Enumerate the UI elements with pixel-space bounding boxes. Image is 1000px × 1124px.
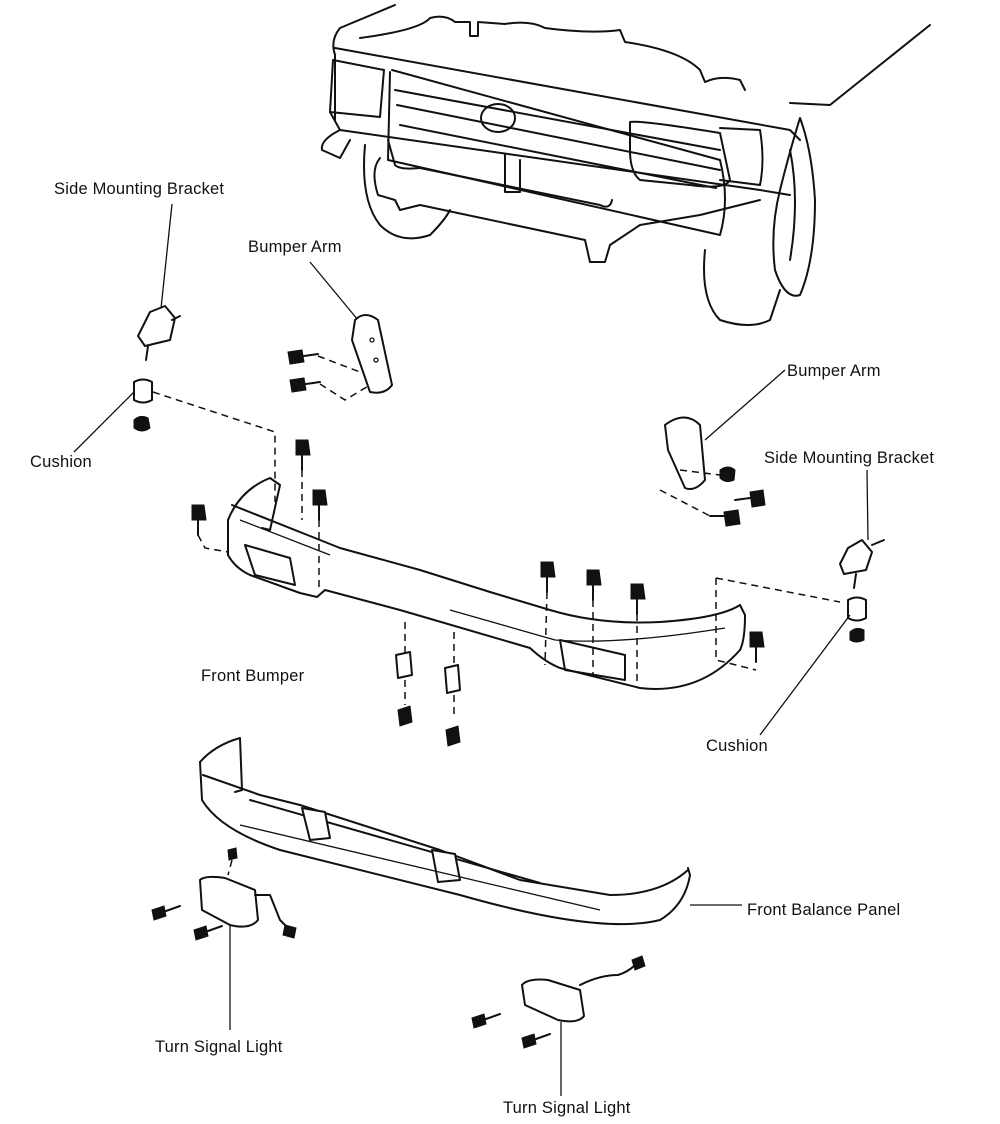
bolts-front-bumper (191, 439, 841, 685)
turn-signal-light-left (151, 847, 297, 1030)
front-balance-panel (199, 737, 742, 926)
label-cushion-right: Cushion (706, 737, 768, 755)
vehicle-front (320, 4, 931, 326)
clips-and-screws (395, 622, 461, 747)
label-side-mounting-bracket-right: Side Mounting Bracket (764, 449, 935, 467)
bolt (630, 583, 646, 615)
label-side-mounting-bracket-left: Side Mounting Bracket (54, 180, 225, 198)
front-bumper (227, 477, 746, 690)
label-cushion-left: Cushion (30, 453, 92, 471)
label-front-bumper: Front Bumper (201, 667, 305, 685)
bolt (191, 504, 207, 536)
bolt (312, 489, 328, 521)
label-turn-signal-light-left: Turn Signal Light (155, 1038, 283, 1056)
bolt (586, 569, 602, 601)
bolt (540, 561, 556, 593)
label-front-balance-panel: Front Balance Panel (747, 901, 901, 919)
cushion-right (759, 596, 867, 736)
side-mounting-bracket-right (839, 469, 885, 589)
label-turn-signal-light-right: Turn Signal Light (503, 1099, 631, 1117)
label-bumper-arm-right: Bumper Arm (787, 362, 881, 380)
bumper-arm-right (659, 369, 786, 527)
bumper-arm-left (287, 261, 393, 401)
turn-signal-light-right (471, 955, 646, 1096)
side-mounting-bracket-left (137, 203, 181, 361)
label-bumper-arm-left: Bumper Arm (248, 238, 342, 256)
bolt (295, 439, 311, 471)
cushion-left (73, 378, 276, 502)
bolt (749, 631, 765, 663)
